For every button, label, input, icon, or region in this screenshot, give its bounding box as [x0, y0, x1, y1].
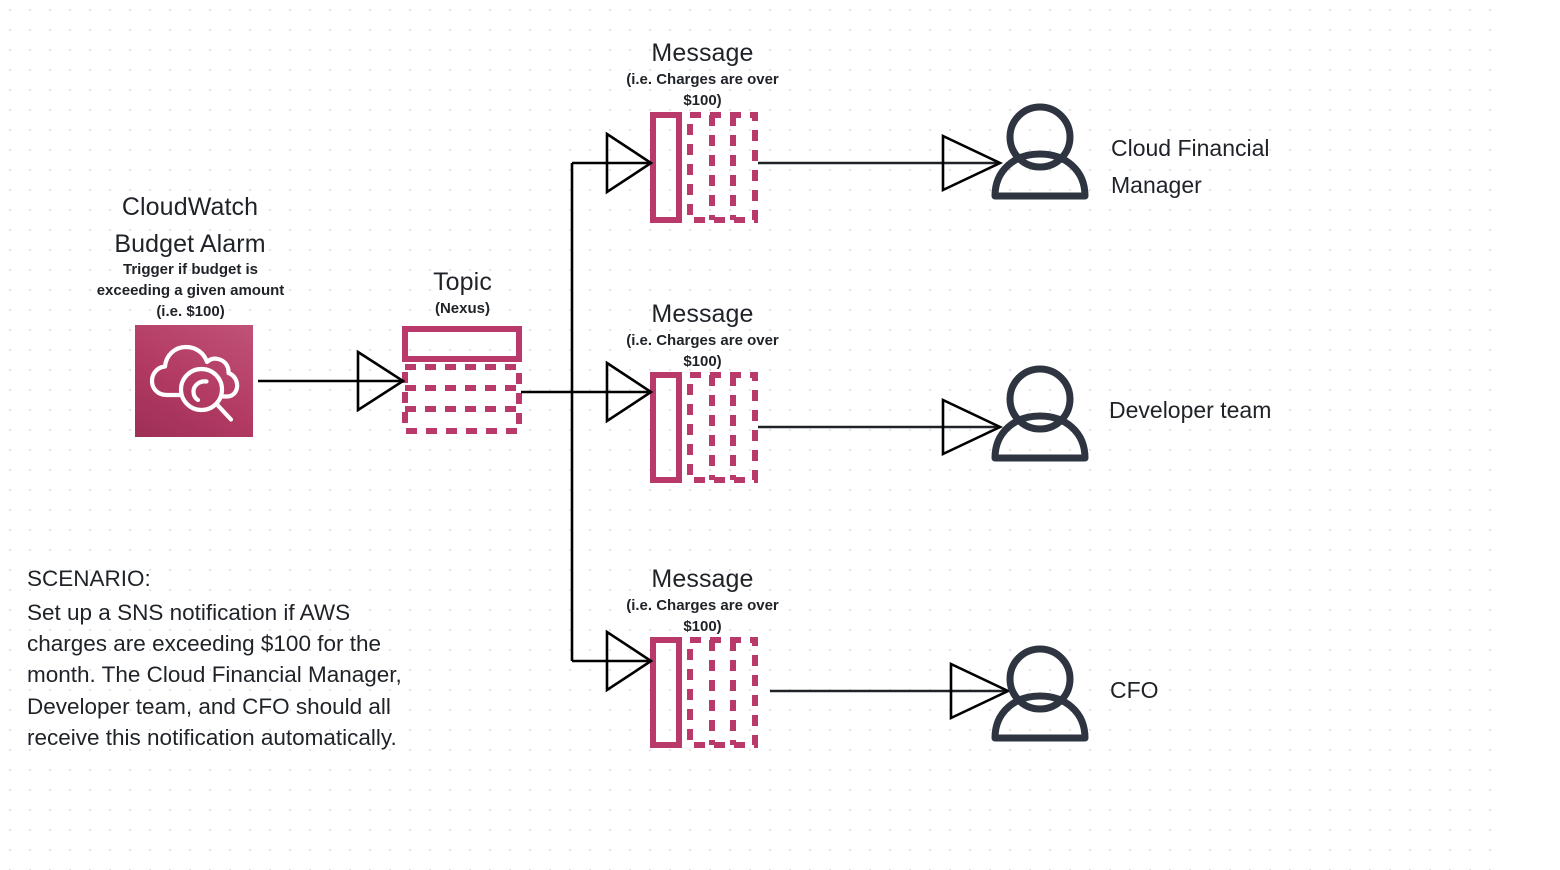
- connector-topic-branch-trunk: [521, 131, 654, 693]
- cloudwatch-title-line2: Budget Alarm: [114, 230, 266, 258]
- person-body: [991, 692, 1089, 742]
- message-1-title: Message: [651, 39, 754, 67]
- topic-title: Topic: [433, 268, 492, 296]
- arrowhead: [949, 661, 1012, 721]
- person-icon-3[interactable]: [991, 645, 1089, 742]
- scenario-text: Set up a SNS notification if AWS charges…: [27, 600, 402, 750]
- arrowhead: [605, 131, 654, 195]
- sns-message-icon-3[interactable]: [650, 637, 758, 748]
- message-1-solid-bar: [650, 112, 682, 223]
- message-2-title: Message: [651, 300, 754, 328]
- person-body: [991, 412, 1089, 462]
- cloudwatch-subtitle-line3: (i.e. $100): [156, 303, 225, 320]
- person-icon-1[interactable]: [991, 103, 1089, 200]
- sns-message-icon-1[interactable]: [650, 112, 758, 223]
- cloudwatch-service-icon-box[interactable]: [135, 325, 253, 437]
- cloudwatch-title-line1: CloudWatch: [121, 193, 259, 221]
- cloudwatch-cloud-magnifier-icon: [149, 344, 240, 422]
- topic-dashed-box: [402, 364, 522, 434]
- message-1-dashed-box: [687, 112, 758, 223]
- message-3-solid-bar: [650, 637, 682, 748]
- recipient-1-label: Cloud Financial Manager: [1111, 135, 1270, 198]
- sns-message-icon-2[interactable]: [650, 372, 758, 483]
- message-2-subtitle-line2: $100): [683, 353, 722, 370]
- message-3-title: Message: [651, 565, 754, 593]
- message-3-subtitle-line2: $100): [683, 618, 722, 635]
- message-2-subtitle-line1: (i.e. Charges are over: [626, 332, 779, 349]
- topic-solid-bar: [402, 326, 522, 362]
- person-body: [991, 150, 1089, 200]
- connector-message3-to-recipient3: [770, 661, 1012, 721]
- recipient-2-label: Developer team: [1109, 397, 1272, 423]
- connector-cloudwatch-to-topic: [258, 349, 406, 413]
- recipient-3-label: CFO: [1110, 677, 1159, 703]
- message-2-solid-bar: [650, 372, 682, 483]
- cloudwatch-subtitle-line2: exceeding a given amount: [96, 282, 285, 299]
- arrowhead: [356, 349, 406, 413]
- arrowhead: [941, 397, 1004, 457]
- message-3-dashed-box: [687, 637, 758, 748]
- message-1-subtitle-line1: (i.e. Charges are over: [626, 71, 779, 88]
- sns-topic-icon[interactable]: [402, 326, 522, 434]
- arrowhead: [941, 133, 1004, 193]
- connector-message2-to-recipient2: [758, 397, 1004, 457]
- arrowhead: [605, 360, 654, 424]
- message-1-subtitle-line2: $100): [683, 92, 722, 109]
- cloudwatch-subtitle-line1: Trigger if budget is: [122, 261, 258, 278]
- person-icon-2[interactable]: [991, 365, 1089, 462]
- arrowhead: [605, 629, 654, 693]
- message-2-dashed-box: [687, 372, 758, 483]
- message-3-subtitle-line1: (i.e. Charges are over: [626, 597, 779, 614]
- scenario-heading: SCENARIO:: [27, 566, 151, 591]
- connector-message1-to-recipient1: [758, 133, 1004, 193]
- topic-subtitle: (Nexus): [434, 300, 490, 317]
